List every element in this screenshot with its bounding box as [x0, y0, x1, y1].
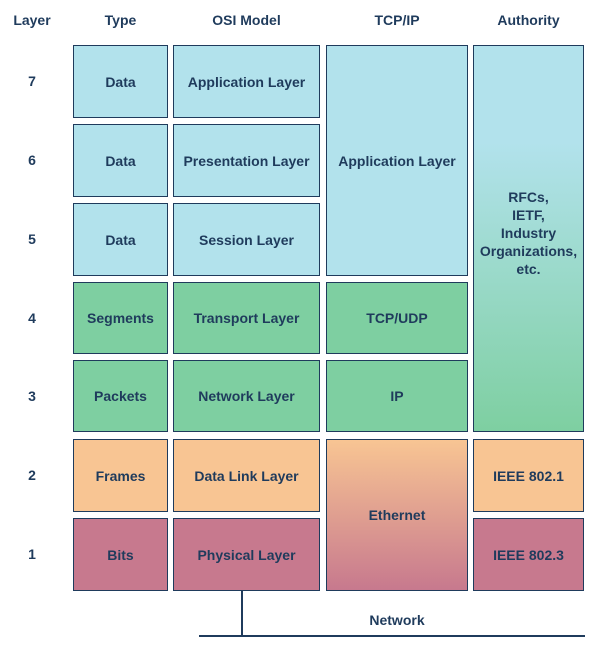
tcpip-transport-tcp-udp: TCP/UDP	[326, 282, 468, 354]
type-box-layer-6: Data	[73, 124, 168, 197]
header-authority: Authority	[497, 12, 560, 28]
network-bus-line	[199, 635, 585, 637]
header-type: Type	[104, 12, 137, 28]
tcpip-application-layer: Application Layer	[326, 45, 468, 276]
osi-physical-layer: Physical Layer	[173, 518, 320, 591]
type-box-layer-4: Segments	[73, 282, 168, 354]
type-box-layer-2: Frames	[73, 439, 168, 512]
layer-number-1: 1	[28, 546, 36, 562]
layer-number-7: 7	[28, 73, 36, 89]
type-box-layer-3: Packets	[73, 360, 168, 432]
type-box-layer-5: Data	[73, 203, 168, 276]
layer-number-6: 6	[28, 152, 36, 168]
osi-data-link-layer: Data Link Layer	[173, 439, 320, 512]
header-layer: Layer	[13, 12, 51, 28]
header-osi-model: OSI Model	[212, 12, 281, 28]
osi-transport-layer: Transport Layer	[173, 282, 320, 354]
osi-session-layer: Session Layer	[173, 203, 320, 276]
type-box-layer-7: Data	[73, 45, 168, 118]
authority-ieee-802-3: IEEE 802.3	[473, 518, 584, 591]
layer-number-2: 2	[28, 467, 36, 483]
tcpip-link-ethernet: Ethernet	[326, 439, 468, 591]
tcpip-internet-ip: IP	[326, 360, 468, 432]
network-drop-line	[241, 591, 243, 637]
layer-number-4: 4	[28, 310, 36, 326]
osi-application-layer: Application Layer	[173, 45, 320, 118]
header-tcp-ip: TCP/IP	[374, 12, 420, 28]
osi-presentation-layer: Presentation Layer	[173, 124, 320, 197]
osi-network-layer: Network Layer	[173, 360, 320, 432]
type-box-layer-1: Bits	[73, 518, 168, 591]
network-label: Network	[369, 612, 425, 628]
authority-rfcs-ietf: RFCs, IETF, Industry Organizations, etc.	[473, 45, 584, 432]
authority-ieee-802-1: IEEE 802.1	[473, 439, 584, 512]
layer-number-5: 5	[28, 231, 36, 247]
layer-number-3: 3	[28, 388, 36, 404]
